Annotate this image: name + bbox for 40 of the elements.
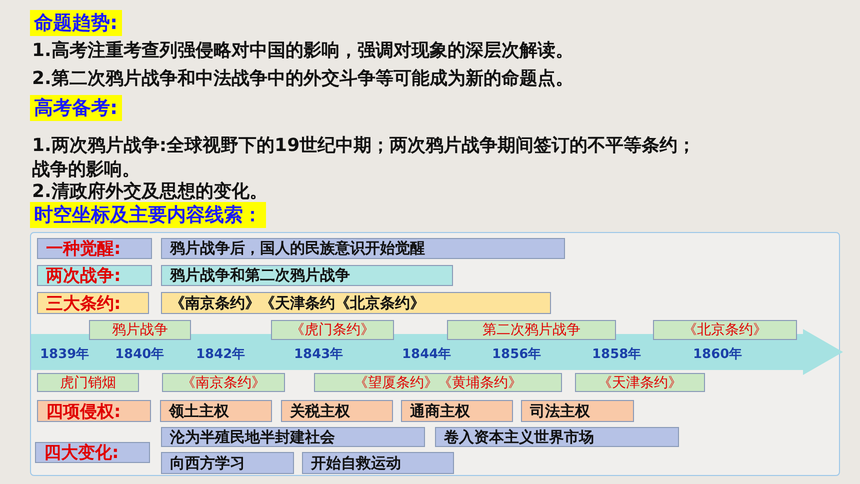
year-label: 1839年 xyxy=(40,346,90,363)
event-box: 《北京条约》 xyxy=(653,320,797,340)
event-box: 《天津条约》 xyxy=(575,373,705,392)
content-box: 开始自救运动 xyxy=(302,452,454,474)
content-box: 鸦片战争和第二次鸦片战争 xyxy=(161,265,453,286)
category-label-box: 三大条约: xyxy=(37,292,149,314)
category-label-box: 一种觉醒: xyxy=(37,238,152,259)
content-box: 领土主权 xyxy=(160,400,272,422)
content-box: 卷入资本主义世界市场 xyxy=(435,427,679,447)
event-box: 虎门销烟 xyxy=(37,373,139,392)
year-label: 1860年 xyxy=(693,346,742,363)
content-box: 向西方学习 xyxy=(161,452,294,474)
content-box: 鸦片战争后，国人的民族意识开始觉醒 xyxy=(161,238,565,259)
year-label: 1843年 xyxy=(294,346,344,363)
highlighted-heading: 时空坐标及主要内容线索： xyxy=(30,202,266,228)
text-line: 2.清政府外交及思想的变化。 xyxy=(32,180,268,204)
year-label: 1858年 xyxy=(592,346,642,363)
content-box: 沦为半殖民地半封建社会 xyxy=(161,427,425,447)
content-box: 通商主权 xyxy=(401,400,513,422)
content-box: 关税主权 xyxy=(281,400,393,422)
event-box: 《虎门条约》 xyxy=(271,320,394,340)
category-label-box: 两次战争: xyxy=(37,265,152,286)
text-line: 1.两次鸦片战争:全球视野下的19世纪中期；两次鸦片战争期间签订的不平等条约；战争的影响。 xyxy=(32,134,697,181)
content-box: 司法主权 xyxy=(521,400,634,422)
event-box: 《南京条约》 xyxy=(162,373,285,392)
category-label-box: 四大变化: xyxy=(35,442,150,463)
content-panel xyxy=(30,232,840,476)
text-line: 2.第二次鸦片战争和中法战争中的外交斗争等可能成为新的命题点。 xyxy=(32,67,574,91)
category-label-box: 四项侵权: xyxy=(37,400,151,422)
event-box: 《望厦条约》《黄埔条约》 xyxy=(314,373,562,392)
year-label: 1856年 xyxy=(492,346,542,363)
event-box: 第二次鸦片战争 xyxy=(447,320,616,340)
year-label: 1844年 xyxy=(402,346,452,363)
text-line: 1.高考注重考查列强侵略对中国的影响，强调对现象的深层次解读。 xyxy=(32,39,574,63)
event-box: 鸦片战争 xyxy=(89,320,191,340)
year-label: 1842年 xyxy=(196,346,246,363)
year-label: 1840年 xyxy=(115,346,164,363)
content-box: 《南京条约》《天津条约《北京条约》 xyxy=(161,292,551,314)
highlighted-heading: 高考备考: xyxy=(30,95,122,121)
highlighted-heading: 命题趋势: xyxy=(30,10,122,36)
